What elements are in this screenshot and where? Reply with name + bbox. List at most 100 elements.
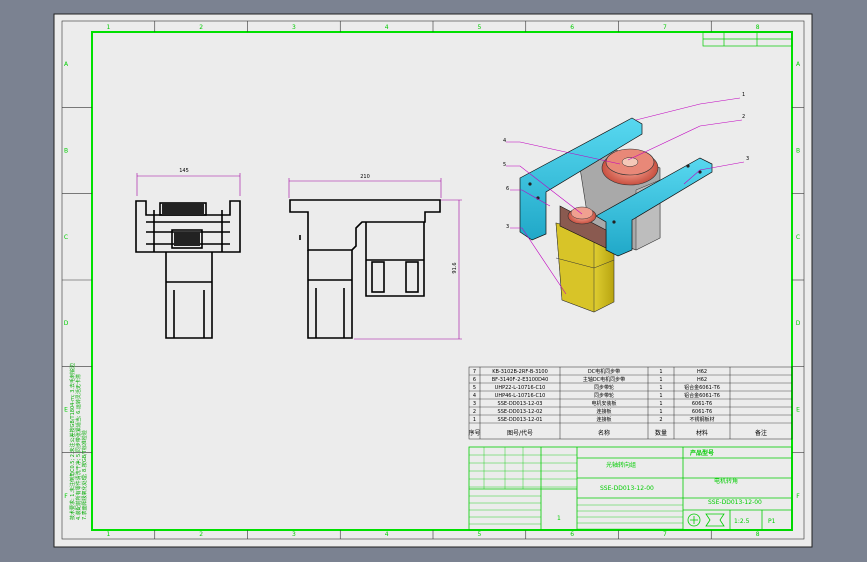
title-block-text: 产品型号 电机转角 光轴转向组 SSE-DD013-12-00 SSE-DD01… (557, 449, 776, 525)
part-name: 光轴转向组 (606, 461, 636, 469)
bom-cell-name: DC电机同步带 (588, 368, 620, 375)
dim-front-width: 145 (179, 168, 189, 174)
zone-right-label: A (796, 61, 801, 68)
zone-top-label: 4 (385, 24, 389, 31)
zone-top-label: 1 (106, 24, 110, 31)
zone-top-label: 7 (663, 24, 667, 31)
drawing-number-left: SSE-DD013-12-00 (600, 485, 654, 492)
zone-top-label: 6 (570, 24, 574, 31)
zone-left-label: D (64, 320, 69, 327)
bom-cell-qty: 1 (659, 385, 662, 391)
corner-revision-table (702, 31, 793, 47)
bom-cell-code: SSE-DD013-12-03 (498, 401, 543, 407)
bom-cell-code: SSE-DD013-12-02 (498, 409, 543, 415)
balloon-2: 2 (742, 114, 745, 120)
svg-text:4.装配前所有零件清洗干净; 5.同步带张紧适当; 6.运转: 4.装配前所有零件清洗干净; 5.同步带张紧适当; 6.运转灵活无卡滞 (75, 374, 82, 520)
svg-text:技术要求: 1.未注倒角C0.5; 2.未注公差按GB/T1: 技术要求: 1.未注倒角C0.5; 2.未注公差按GB/T1804-m; 3.去… (69, 363, 76, 520)
bom-cell-name: 主轴DC电机同步带 (583, 376, 625, 383)
zone-right-label: B (796, 148, 800, 155)
bom-cell-code: UHP46-L-10716-C10 (495, 393, 546, 399)
zone-right-label: D (796, 320, 801, 327)
bom-cell-material: 铝合金6061-T6 (684, 384, 720, 391)
zone-left-label: E (64, 407, 68, 414)
zone-bottom-label: 5 (477, 531, 481, 538)
bom-cell-material: 不锈钢板材 (689, 416, 714, 423)
zone-top-label: 5 (477, 24, 481, 31)
balloon-4: 4 (503, 138, 506, 144)
bom-cell-qty: 1 (659, 409, 662, 415)
zone-bottom-label: 8 (756, 531, 760, 538)
bom-cell-no: 3 (473, 401, 476, 407)
bom-header-cell: 材料 (696, 429, 708, 437)
bom-cell-material: 6061-T6 (692, 401, 712, 407)
bom-cell-material: H62 (697, 369, 707, 375)
bom-cell-name: 同步带轮 (594, 384, 614, 391)
bom-cell-no: 6 (473, 377, 476, 383)
bom-cell-material: 铝合金6061-T6 (684, 392, 720, 399)
balloon-1: 1 (742, 92, 745, 98)
bom-cell-material: 6061-T6 (692, 409, 712, 415)
dim-side-width: 210 (360, 174, 370, 180)
zone-right-label: C (796, 234, 800, 241)
zone-top-label: 2 (199, 24, 203, 31)
svg-text:7.表面阳极氧化处理; 8.按GB/T标准检验: 7.表面阳极氧化处理; 8.按GB/T标准检验 (81, 430, 88, 520)
zone-bottom-label: 7 (663, 531, 667, 538)
bom-cell-no: 7 (473, 369, 476, 375)
bom-cell-code: BF-3140F-2-E3100D40 (492, 377, 549, 383)
bom-cell-code: KB-3102B-2RF-B-3100 (492, 369, 548, 375)
zone-bottom-label: 1 (106, 531, 110, 538)
front-pulley-fill (162, 203, 204, 246)
zone-left-label: C (64, 234, 68, 241)
bom-cell-name: 连接板 (596, 416, 611, 423)
bom-cell-no: 1 (473, 417, 476, 423)
bom-cell-code: SSE-DD013-12-01 (498, 417, 543, 423)
zone-top-label: 8 (756, 24, 760, 31)
zone-left-label: F (64, 493, 68, 500)
bom-cell-code: UHP22-L-10716-C10 (495, 385, 546, 391)
bom-cell-no: 4 (473, 393, 476, 399)
drawing-number-right: SSE-DD013-12-00 (708, 499, 762, 506)
bom-cell-name: 电机安装板 (591, 400, 616, 407)
sheet-number: 1 (557, 515, 561, 522)
balloon-5: 5 (503, 162, 506, 168)
zone-top-label: 3 (292, 24, 296, 31)
bom-cell-no: 2 (473, 409, 476, 415)
zone-right-label: F (796, 493, 800, 500)
zone-left-label: A (64, 61, 69, 68)
drawing-sheet (53, 13, 813, 548)
dim-side-height: 91.6 (452, 262, 458, 273)
bom-header-cell: 图号/代号 (507, 429, 533, 437)
zone-bottom-label: 2 (199, 531, 203, 538)
technical-notes: 技术要求: 1.未注倒角C0.5; 2.未注公差按GB/T1804-m; 3.去… (69, 363, 88, 520)
title-block-grid (469, 447, 683, 530)
balloon-labels: 1 2 3 4 5 6 3 (503, 92, 749, 230)
zone-bottom-label: 4 (385, 531, 389, 538)
logo-mark (687, 513, 725, 527)
drawing-frame (91, 31, 793, 531)
bom-header-cell: 名称 (598, 429, 610, 437)
balloon-3: 3 (746, 156, 749, 162)
balloon-leaders (506, 97, 745, 295)
balloon-6: 6 (506, 186, 509, 192)
bom-cell-qty: 1 (659, 393, 662, 399)
bom-cell-qty: 1 (659, 377, 662, 383)
isometric-view (519, 117, 713, 313)
zone-left-label: B (64, 148, 68, 155)
bom-cell-name: 同步带轮 (594, 392, 614, 399)
bom-cell-material: H62 (697, 377, 707, 383)
bom-cell-qty: 1 (659, 401, 662, 407)
bom-header-cell: 序号 (468, 429, 480, 437)
bom-cell-no: 5 (473, 385, 476, 391)
bom-cell-qty: 2 (659, 417, 662, 423)
company-name: 产品型号 (690, 449, 714, 457)
bom-cell-qty: 1 (659, 369, 662, 375)
scale-value: 1:2.5 (734, 518, 750, 525)
balloon-7: 3 (506, 224, 509, 230)
zone-bottom-label: 6 (570, 531, 574, 538)
drawing-name: 电机转角 (714, 477, 738, 485)
zone-bottom-label: 3 (292, 531, 296, 538)
title-block (468, 446, 793, 531)
